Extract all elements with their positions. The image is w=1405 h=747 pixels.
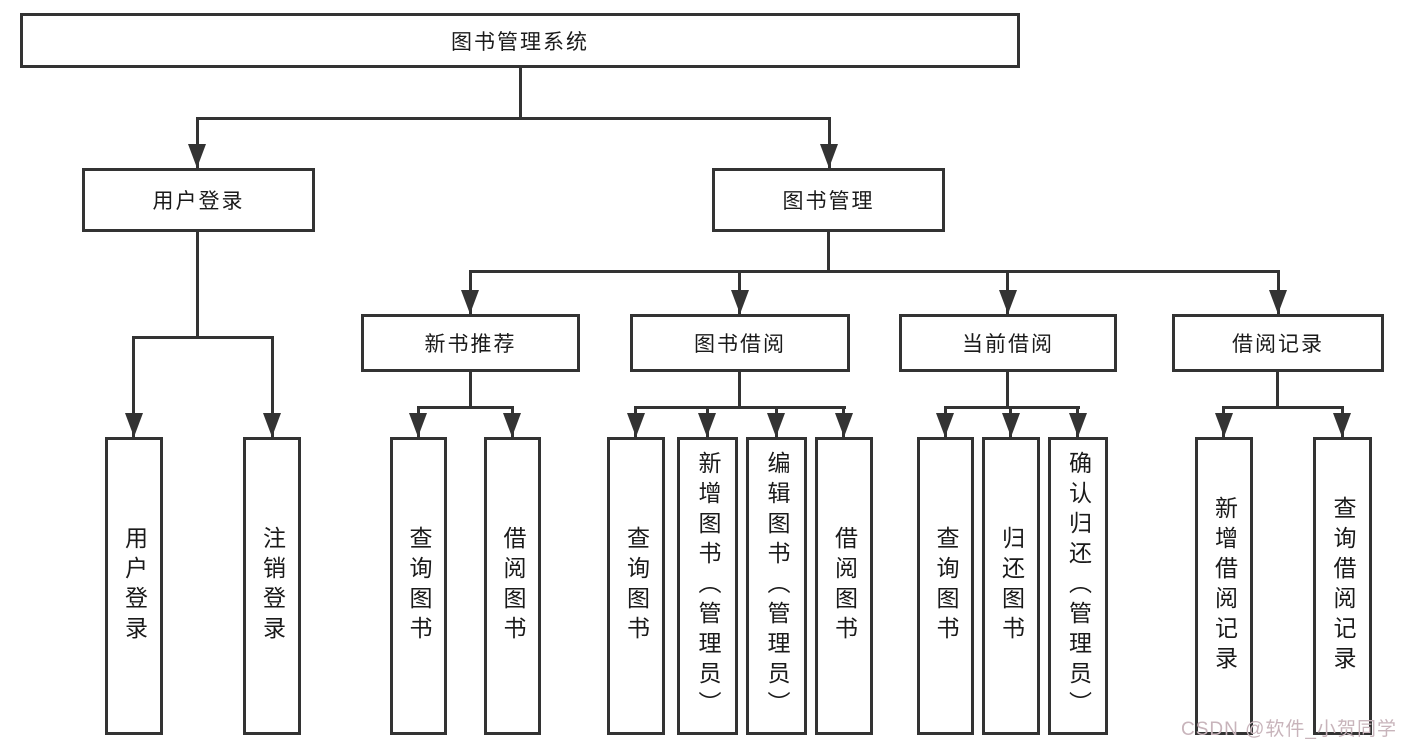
leaf-edit-books-admin: 编辑图书（管理员）: [746, 437, 807, 735]
node-label: 图书管理: [782, 190, 875, 213]
leaf-query-books-current: 查询图书: [917, 437, 974, 735]
node-label: 借阅图书: [500, 526, 526, 646]
arrow-down-icon: [125, 413, 143, 437]
node-label: 归还图书: [998, 526, 1025, 646]
node-borrowing-records: 借阅记录: [1172, 314, 1384, 372]
arrow-down-icon: [999, 290, 1017, 314]
leaf-query-books-borrow: 查询图书: [607, 437, 665, 735]
node-label: 借阅图书: [831, 526, 858, 646]
leaf-add-borrow-record: 新增借阅记录: [1195, 437, 1253, 735]
connector-root-hline: [196, 117, 831, 120]
connector-root-stem: [519, 68, 522, 117]
node-new-book-recommendation: 新书推荐: [361, 314, 580, 372]
arrow-down-icon: [731, 290, 749, 314]
node-current-borrowing: 当前借阅: [899, 314, 1117, 372]
node-label: 新增图书（管理员）: [695, 451, 721, 721]
node-label: 新书推荐: [424, 333, 517, 356]
leaf-logout: 注销登录: [243, 437, 301, 735]
connector-current-borrow-hline: [944, 406, 1080, 409]
connector-new-book-hline: [417, 406, 514, 409]
leaf-user-login: 用户登录: [105, 437, 163, 735]
leaf-add-books-admin: 新增图书（管理员）: [677, 437, 738, 735]
arrow-down-icon: [503, 413, 521, 437]
csdn-watermark: CSDN @软件_小贺同学: [1181, 719, 1397, 740]
arrow-down-icon: [1333, 413, 1351, 437]
node-label: 图书管理系统: [451, 30, 589, 54]
connector-to-book-management: [828, 117, 831, 168]
node-label: 借阅记录: [1232, 333, 1324, 356]
node-label: 用户登录: [152, 190, 245, 213]
node-label: 查询图书: [933, 526, 959, 646]
node-library-management-system: 图书管理系统: [20, 13, 1020, 68]
connector-user-login-hline: [133, 336, 274, 339]
node-label: 查询借阅记录: [1330, 496, 1356, 676]
leaf-return-books: 归还图书: [982, 437, 1040, 735]
arrow-down-icon: [461, 290, 479, 314]
node-book-borrowing: 图书借阅: [630, 314, 850, 372]
arrow-down-icon: [767, 413, 785, 437]
connector-borrow-records-stem: [1276, 372, 1279, 406]
connector-book-borrow-stem: [738, 372, 741, 406]
node-user-login: 用户登录: [82, 168, 315, 232]
connector-new-book-stem: [469, 372, 472, 406]
node-label: 用户登录: [121, 526, 148, 646]
arrow-down-icon: [835, 413, 853, 437]
leaf-query-books-recommend: 查询图书: [390, 437, 447, 735]
leaf-borrow-books: 借阅图书: [815, 437, 873, 735]
arrow-down-icon: [188, 144, 206, 168]
leaf-confirm-return-admin: 确认归还（管理员）: [1048, 437, 1108, 735]
leaf-borrow-books-recommend: 借阅图书: [484, 437, 541, 735]
node-label: 查询图书: [623, 526, 650, 646]
arrow-down-icon: [1269, 290, 1287, 314]
node-label: 确认归还（管理员）: [1065, 451, 1092, 721]
arrow-down-icon: [409, 413, 427, 437]
node-label: 图书借阅: [694, 333, 786, 356]
connector-to-user-login: [196, 117, 199, 168]
arrow-down-icon: [1002, 413, 1020, 437]
arrow-down-icon: [936, 413, 954, 437]
connector-to-leaf-logout: [271, 336, 274, 437]
arrow-down-icon: [820, 144, 838, 168]
arrow-down-icon: [1069, 413, 1087, 437]
connector-borrow-records-hline: [1222, 406, 1344, 409]
arrow-down-icon: [698, 413, 716, 437]
connector-to-leaf-login: [132, 336, 135, 437]
node-label: 注销登录: [259, 526, 286, 646]
leaf-query-borrow-record: 查询借阅记录: [1313, 437, 1372, 735]
connector-book-mgmt-hline: [469, 270, 1280, 273]
connector-user-login-stem: [196, 232, 199, 336]
node-label: 查询图书: [406, 526, 432, 646]
node-label: 新增借阅记录: [1211, 496, 1238, 676]
node-label: 当前借阅: [962, 333, 1054, 356]
arrow-down-icon: [627, 413, 645, 437]
connector-current-borrow-stem: [1006, 372, 1009, 406]
arrow-down-icon: [1215, 413, 1233, 437]
arrow-down-icon: [263, 413, 281, 437]
node-label: 编辑图书（管理员）: [764, 451, 790, 721]
node-book-management: 图书管理: [712, 168, 945, 232]
connector-book-mgmt-stem: [827, 232, 830, 270]
connector-book-borrow-hline: [634, 406, 846, 409]
